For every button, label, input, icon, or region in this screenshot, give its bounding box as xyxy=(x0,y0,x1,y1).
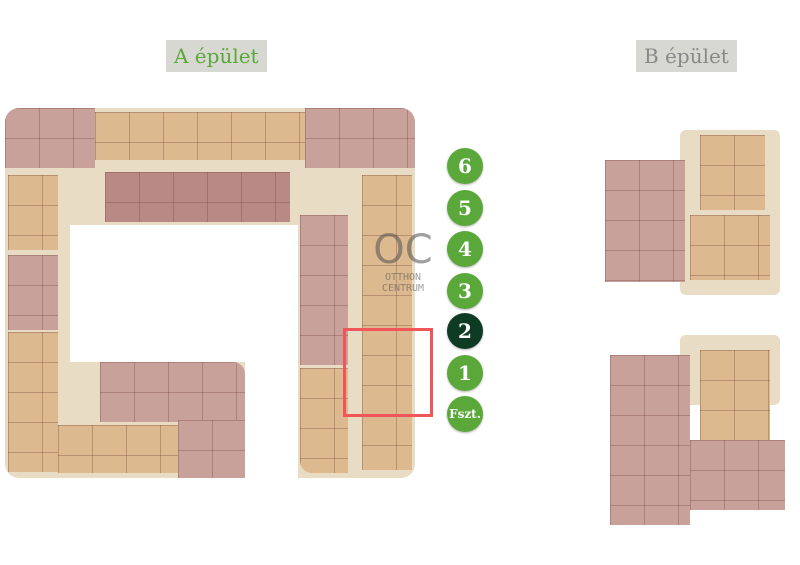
apartment-block[interactable] xyxy=(58,425,178,473)
apartment-block[interactable] xyxy=(362,175,412,470)
courtyard-gap xyxy=(245,362,298,482)
apartment-block[interactable] xyxy=(700,350,770,440)
courtyard xyxy=(70,225,298,362)
apartment-block[interactable] xyxy=(8,255,58,330)
apartment-block[interactable] xyxy=(690,440,785,510)
floor-5-button[interactable]: 5 xyxy=(447,190,483,226)
building-b-tab[interactable]: B épület xyxy=(636,40,737,72)
apartment-block[interactable] xyxy=(100,362,245,422)
apartment-block[interactable] xyxy=(690,215,770,280)
apartment-block[interactable] xyxy=(5,108,95,168)
apartment-block[interactable] xyxy=(178,420,245,478)
apartment-block[interactable] xyxy=(8,332,58,472)
building-a-tab[interactable]: A épület xyxy=(166,40,267,72)
floor-4-button[interactable]: 4 xyxy=(447,231,483,267)
floor-2-button[interactable]: 2 xyxy=(447,313,483,349)
apartment-block[interactable] xyxy=(105,172,290,222)
apartment-block[interactable] xyxy=(300,215,348,365)
apartment-block[interactable] xyxy=(610,355,690,525)
apartment-block[interactable] xyxy=(95,112,305,160)
floor-ground-button[interactable]: Fszt. xyxy=(447,396,483,432)
apartment-block[interactable] xyxy=(700,135,765,210)
apartment-block[interactable] xyxy=(305,108,415,168)
watermark-logo: OC OTTHON CENTRUM xyxy=(373,227,433,294)
selected-apartment-highlight[interactable] xyxy=(343,328,433,417)
apartment-block[interactable] xyxy=(605,160,685,282)
floor-6-button[interactable]: 6 xyxy=(447,148,483,184)
apartment-block[interactable] xyxy=(300,368,348,473)
apartment-block[interactable] xyxy=(8,175,58,250)
floor-1-button[interactable]: 1 xyxy=(447,355,483,391)
floor-3-button[interactable]: 3 xyxy=(447,273,483,309)
